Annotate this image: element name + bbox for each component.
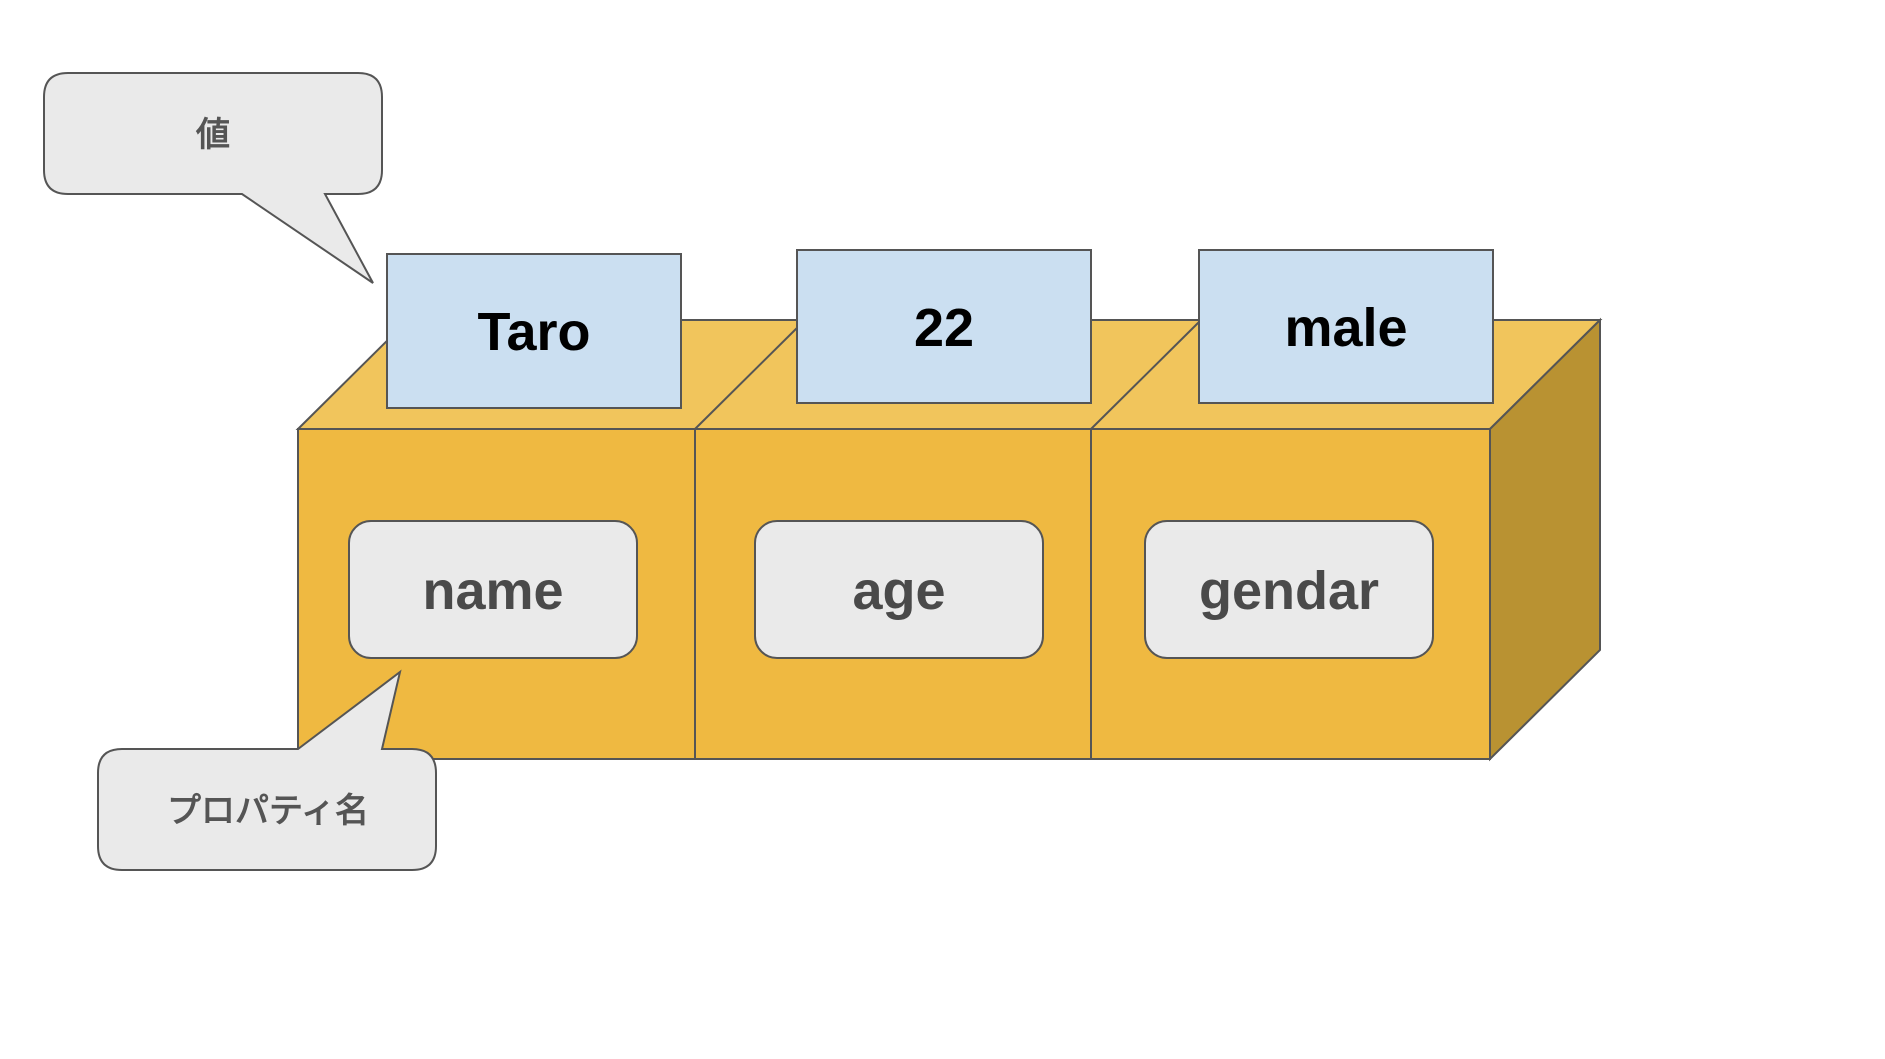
box-top-divider-1	[694, 319, 806, 430]
value-callout-text: 値	[195, 115, 230, 155]
property-label-1: name	[348, 520, 638, 659]
property-callout-text: プロパティ名	[167, 791, 369, 831]
value-card-3: male	[1198, 249, 1494, 404]
property-label-3: gendar	[1144, 520, 1434, 659]
property-text-1: name	[422, 561, 563, 621]
value-text-1: Taro	[477, 302, 590, 362]
value-text-2: 22	[914, 298, 974, 358]
property-text-2: age	[852, 561, 945, 621]
property-label-2: age	[754, 520, 1044, 659]
value-card-1: Taro	[386, 253, 682, 409]
box-top-divider-2	[1090, 319, 1202, 430]
value-callout: 値	[43, 72, 383, 284]
property-text-3: gendar	[1199, 561, 1379, 621]
value-card-2: 22	[796, 249, 1092, 404]
property-callout: プロパティ名	[97, 669, 437, 871]
value-text-3: male	[1284, 298, 1407, 358]
